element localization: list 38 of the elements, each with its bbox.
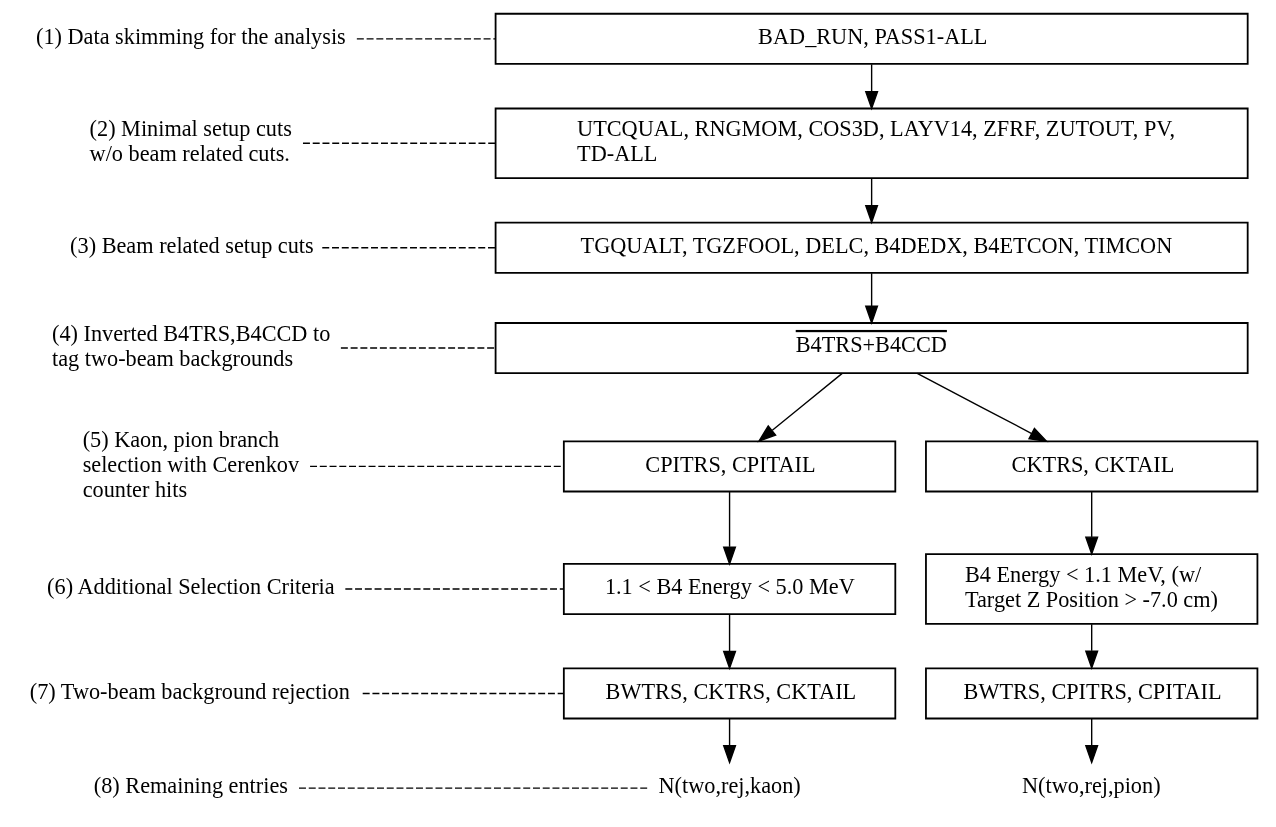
- arrow: [1084, 718, 1099, 765]
- node-text: (3) Beam related setup cuts: [70, 233, 314, 259]
- node-box: BAD_RUN, PASS1-ALL: [494, 12, 1249, 65]
- arrow: [1084, 623, 1099, 671]
- arrow: [722, 718, 737, 765]
- node-box: 1.1 < B4 Energy < 5.0 MeV: [562, 563, 897, 615]
- node-text: (6) Additional Selection Criteria: [47, 574, 335, 600]
- arrow: [722, 491, 737, 566]
- node-text: (4) Inverted B4TRS,B4CCD to tag two-beam backgrounds: [52, 320, 331, 371]
- arrow: [916, 372, 1049, 443]
- arrow: [1084, 491, 1099, 556]
- arrow: [757, 372, 843, 443]
- node-text: (5) Kaon, pion branch selection with Cerenkov counter hits: [82, 426, 300, 502]
- connector: [302, 142, 496, 144]
- node-box: BWTRS, CKTRS, CKTAIL: [562, 667, 897, 720]
- node-text: (8) Remaining entries: [93, 773, 288, 799]
- connector: [362, 692, 565, 695]
- node-box: B4 Energy < 1.1 MeV, (w/ Target Z Position > -7.0 cm): [925, 553, 1259, 625]
- node-text: (2) Minimal setup cuts w/o beam related cuts.: [89, 116, 292, 167]
- node-box: B4TRS+B4CCD: [494, 322, 1249, 374]
- arrow: [864, 272, 879, 325]
- node-text: N(two,rej,pion): [1022, 773, 1161, 799]
- connector: [356, 38, 496, 40]
- node-box: TGQUALT, TGZFOOL, DELC, B4DEDX, B4ETCON, TIMCON: [494, 221, 1249, 274]
- node-box: CKTRS, CKTAIL: [925, 440, 1259, 493]
- node-box: CPITRS, CPITAIL: [562, 440, 897, 493]
- connector: [298, 787, 648, 789]
- arrow: [864, 177, 879, 225]
- node-box: UTCQUAL, RNGMOM, COS3D, LAYV14, ZFRF, ZUTOUT, PV, TD-ALL: [494, 107, 1249, 180]
- node-text: (1) Data skimming for the analysis: [35, 24, 346, 50]
- node-text: (7) Two-beam background rejection: [29, 678, 350, 704]
- connector: [321, 247, 497, 249]
- connector: [340, 347, 497, 349]
- node-text: N(two,rej,kaon): [658, 773, 801, 799]
- node-box: BWTRS, CPITRS, CPITAIL: [925, 667, 1259, 720]
- connector: [344, 588, 565, 590]
- arrow: [864, 63, 879, 111]
- arrow: [722, 613, 737, 671]
